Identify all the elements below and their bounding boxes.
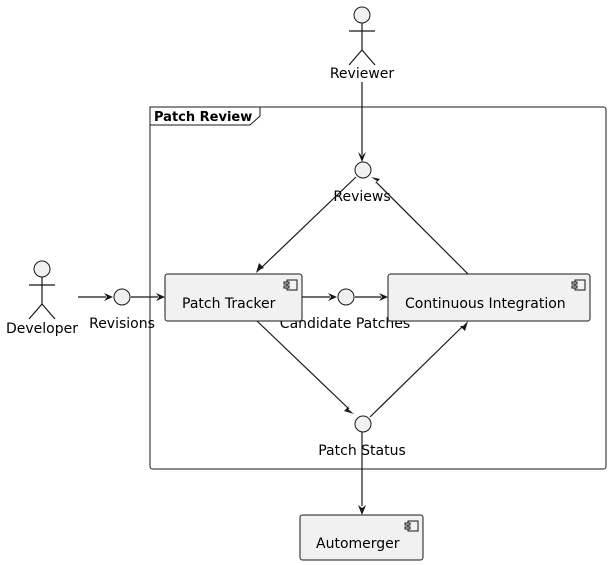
revisions-interface: Revisions <box>89 288 155 332</box>
patch-tracker-component: Patch Tracker <box>164 273 303 322</box>
reviews-label: Reviews <box>333 189 390 205</box>
edge-developer-to-revisions <box>78 293 113 301</box>
frame-title: Patch Review <box>154 110 252 125</box>
edge-candidate-patches-to-ci <box>355 293 388 301</box>
candidate-patches-label: Candidate Patches <box>280 316 410 332</box>
component-icon <box>283 279 298 291</box>
edge-reviews-to-patch-tracker <box>256 176 357 273</box>
revisions-label: Revisions <box>89 316 155 332</box>
component-icon <box>404 520 419 532</box>
continuous-integration-component: Continuous Integration <box>387 273 591 322</box>
edges <box>78 82 469 515</box>
automerger-component: Automerger <box>299 514 424 561</box>
continuous-integration-label: Continuous Integration <box>405 296 566 312</box>
edge-patch-status-to-ci <box>369 321 468 418</box>
edge-patch-status-to-automerger <box>358 432 366 515</box>
automerger-label: Automerger <box>316 536 400 552</box>
patch-tracker-label: Patch Tracker <box>182 296 276 312</box>
patch-review-frame: Patch Review <box>149 106 607 470</box>
edge-patch-tracker-to-candidate-patches <box>302 293 337 301</box>
edge-reviewer-to-reviews <box>358 82 366 162</box>
edge-revisions-to-patch-tracker <box>131 293 165 301</box>
reviewer-actor: Reviewer <box>330 6 395 82</box>
reviewer-label: Reviewer <box>330 66 395 82</box>
candidate-patches-interface: Candidate Patches <box>280 288 410 332</box>
reviews-interface: Reviews <box>333 161 391 205</box>
component-icon <box>571 279 586 291</box>
developer-actor: Developer <box>6 260 78 337</box>
edge-patch-tracker-to-patch-status <box>256 320 354 414</box>
developer-label: Developer <box>6 321 78 337</box>
edge-ci-to-reviews <box>371 177 469 275</box>
